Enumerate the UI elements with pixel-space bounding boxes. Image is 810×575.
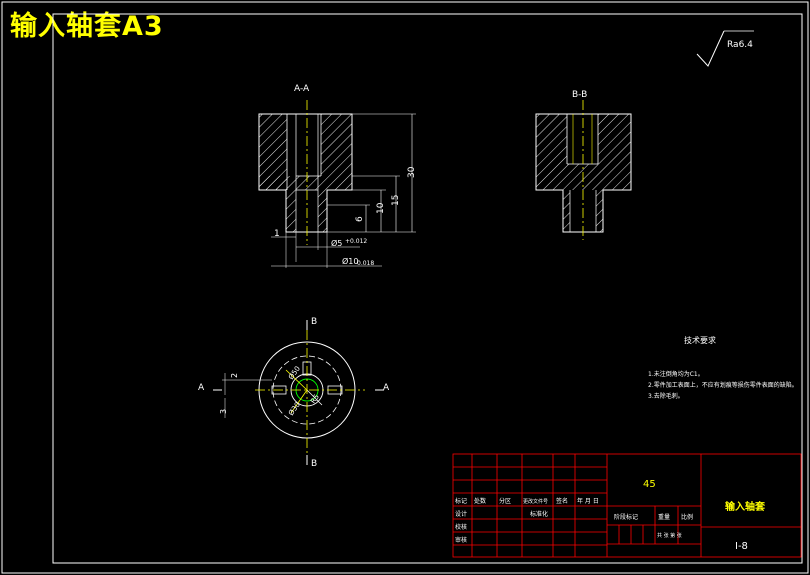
plan-label-a-left: A <box>198 383 205 393</box>
tech-heading: 技术要求 <box>684 335 716 345</box>
tb-part-name: 输入轴套 <box>725 500 766 513</box>
plan-label-a-right: A <box>383 383 390 393</box>
title-block <box>452 453 802 558</box>
aa-wall-right <box>321 114 352 176</box>
tb-row-label-5: 年 月 日 <box>577 497 599 505</box>
dim-plan-2: 2 <box>230 373 239 378</box>
aa-shank-right <box>318 190 327 232</box>
aa-flange <box>259 176 352 190</box>
dim-left-1: 1 <box>274 229 280 239</box>
section-aa-view: A-A 30 15 10 6 1 Ø5 <box>258 84 417 268</box>
tb-row-label-4: 签名 <box>556 497 568 505</box>
dim-height-15: 15 <box>391 195 401 206</box>
section-bb-view: B-B <box>535 90 632 240</box>
bb-shank-right <box>596 190 603 232</box>
tb-row-label-1: 处数 <box>474 497 486 505</box>
inner-frame <box>52 13 803 564</box>
tb-scale: 比例 <box>681 513 693 521</box>
dim-height-30: 30 <box>407 166 417 178</box>
tb-row-label-3: 更改文件号 <box>523 498 548 505</box>
roughness-symbol: Ra6.4 <box>696 30 754 67</box>
title-block-text: 45 输入轴套 I-8 标记 处数 分区 更改文件号 签名 年 月 日 设计 标… <box>455 479 766 552</box>
plan-view: A A B B 2 3 Ø50 R5 Ø30 <box>198 317 390 469</box>
drawing-title: 输入轴套A3 <box>10 11 164 42</box>
bb-bottom <box>567 164 598 190</box>
section-aa-label: A-A <box>294 84 310 94</box>
tech-item-1: 1.未注倒角均为C1。 <box>648 370 704 378</box>
tb-standardized: 标准化 <box>530 510 548 518</box>
dim-dia-10: Ø10 <box>342 256 358 266</box>
tb-row-label-2: 分区 <box>499 497 511 505</box>
tb-weight: 重量 <box>658 513 670 521</box>
dim-dia-10-tol: 0.018 <box>357 260 374 267</box>
bb-shank-left <box>563 190 570 232</box>
dim-height-6: 6 <box>355 216 365 222</box>
dim-plan-3: 3 <box>219 409 228 414</box>
bb-wall-left <box>536 114 567 190</box>
bb-wall-right <box>598 114 631 190</box>
dim-plan-r1: Ø50 <box>287 365 302 381</box>
tb-material: 45 <box>643 479 656 490</box>
aa-shank-left <box>286 190 296 232</box>
dim-plan-r3: Ø30 <box>287 401 302 417</box>
dim-height-10: 10 <box>376 202 386 214</box>
roughness-label: Ra6.4 <box>727 40 753 50</box>
dim-dia-small: Ø5 <box>331 238 342 248</box>
dim-plan-r2: R5 <box>309 393 321 405</box>
tb-stage: 阶段标记 <box>614 513 638 521</box>
tech-item-2: 2.零件加工表面上，不应有划痕等损伤零件表面的缺陷。 <box>648 381 798 389</box>
tech-item-3: 3.去除毛刺。 <box>648 392 684 400</box>
tb-check: 校核 <box>455 523 467 531</box>
plan-label-b-bottom: B <box>311 459 317 469</box>
tb-review: 审核 <box>455 536 467 544</box>
dim-dia-small-tol: +0.012 <box>345 238 367 245</box>
plan-label-b-top: B <box>311 317 317 327</box>
section-bb-label: B-B <box>572 90 587 100</box>
tb-design: 设计 <box>455 510 467 518</box>
tb-sheet: 共 张 第 张 <box>657 532 682 539</box>
tb-drawing-no: I-8 <box>735 541 748 552</box>
tech-requirements: 技术要求 1.未注倒角均为C1。 2.零件加工表面上，不应有划痕等损伤零件表面的… <box>648 335 798 400</box>
tb-row-label-0: 标记 <box>455 497 467 505</box>
